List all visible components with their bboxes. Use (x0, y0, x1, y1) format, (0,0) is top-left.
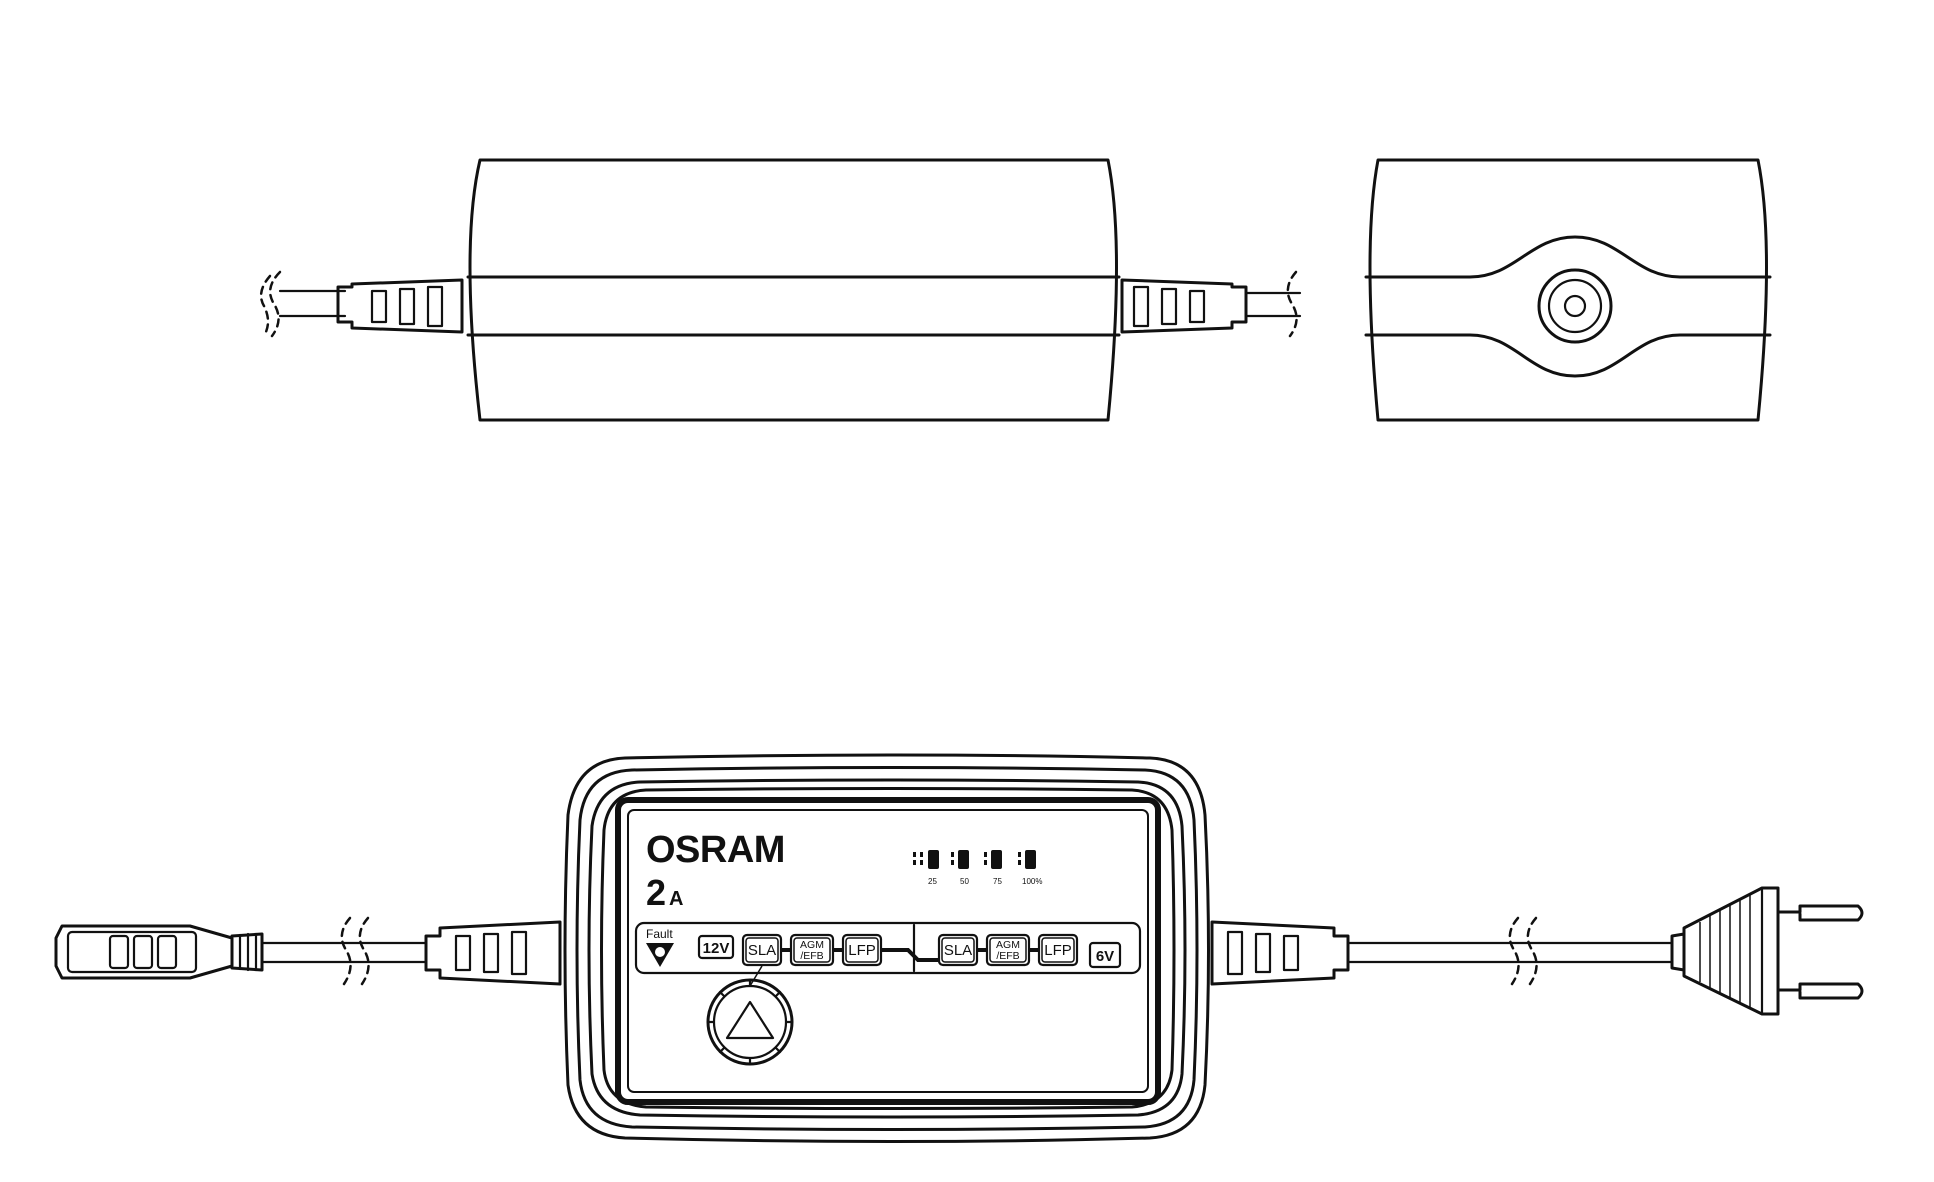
triangle-button-icon (725, 1000, 775, 1040)
charge-led-25 (928, 850, 939, 869)
label-panel (615, 797, 1161, 1105)
current-value: 2 (646, 872, 666, 913)
charge-led-75 (991, 850, 1002, 869)
charge-led-50 (958, 850, 969, 869)
mode-strip (634, 921, 1142, 975)
mode-button[interactable] (706, 978, 794, 1066)
right-strain-relief (1210, 920, 1350, 986)
voltage-6v-indicator: 6V (1088, 941, 1122, 969)
left-strain-relief (336, 278, 464, 334)
voltage-6v-label: 6V (1096, 948, 1114, 965)
charge-label-100: 100% (1022, 877, 1042, 886)
mode-12v-sla-label: SLA (748, 942, 776, 959)
mode-6v-sla-label: SLA (944, 942, 972, 959)
mode-12v-agm-efb: AGM /EFB (789, 933, 835, 967)
mode-12v-lfp: LFP (841, 933, 883, 967)
fault-triangle-icon (646, 943, 674, 967)
eu-plug-icon (1670, 886, 1864, 1016)
mode-6v-efb-label: /EFB (996, 950, 1019, 962)
mode-6v-lfp-label: LFP (1044, 942, 1072, 959)
end-view (1364, 158, 1772, 422)
charge-label-75: 75 (993, 877, 1002, 886)
brand-logo: OSRAM (646, 829, 785, 871)
mode-12v-lfp-label: LFP (848, 942, 876, 959)
charge-level-indicators: 25 50 75 100% (913, 850, 1042, 886)
mode-6v-agm-label: AGM (996, 939, 1020, 951)
charge-label-50: 50 (960, 877, 969, 886)
left-strain-relief (424, 920, 562, 986)
fault-label: Fault (646, 927, 673, 941)
right-strain-relief (1120, 278, 1248, 334)
mode-6v-agm-efb: AGM /EFB (985, 933, 1031, 967)
voltage-12v-label: 12V (703, 940, 730, 957)
mode-12v-sla: SLA (741, 933, 783, 967)
charge-label-25: 25 (928, 877, 937, 886)
side-view (259, 158, 1302, 422)
mode-12v-efb-label: /EFB (800, 950, 823, 962)
mode-6v-lfp: LFP (1037, 933, 1079, 967)
current-unit: A (669, 888, 683, 910)
charger-housing (563, 753, 1210, 1143)
voltage-12v-indicator: 12V (697, 934, 735, 960)
charge-led-100 (1025, 850, 1036, 869)
battery-connector-icon (54, 924, 264, 980)
mode-12v-agm-label: AGM (800, 939, 824, 951)
mode-6v-sla: SLA (937, 933, 979, 967)
